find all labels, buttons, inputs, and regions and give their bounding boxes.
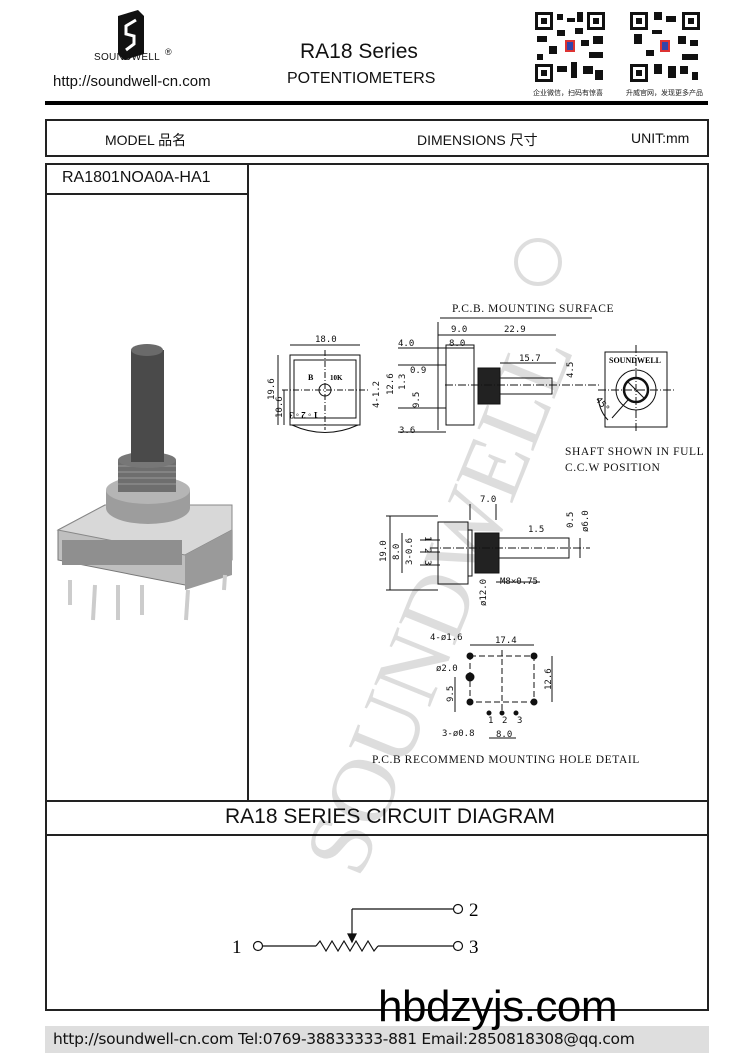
product-image: [56, 344, 233, 621]
table-header-row: [45, 119, 709, 157]
dim-pcb-6: 8.0: [496, 730, 512, 740]
dim-pcb-1: 17.4: [495, 636, 517, 646]
side-view-drawing: [398, 317, 600, 433]
circuit-title: RA18 SERIES CIRCUIT DIAGRAM: [225, 805, 555, 828]
website-link[interactable]: http://soundwell-cn.com: [53, 73, 211, 90]
part-number: RA1801NOA0A-HA1: [62, 169, 211, 186]
dim-side-2: 4.0: [398, 339, 414, 349]
terminal-3-label: 3: [469, 937, 479, 958]
pin-number-mark: 1 ◦ 2 ◦ 3: [289, 410, 318, 420]
dim-side-9: 1.3: [398, 374, 408, 390]
dim-side-7: 4-1.2: [372, 381, 382, 408]
dim-pcb-5: 3-ø0.8: [442, 729, 475, 739]
terminal-2-icon: [452, 903, 464, 915]
top-view-drawing: [386, 504, 590, 591]
pcb-pin-3: 3: [517, 716, 522, 726]
terminal-2-label: 2: [469, 900, 479, 921]
dim-pcb-4: 9.5: [446, 686, 456, 702]
spec-table: [45, 163, 709, 1011]
angle-label: 45°: [593, 395, 611, 414]
qr-caption-website: 升威官网，发现更多产品: [626, 90, 703, 97]
circuit-diagram: [252, 903, 464, 953]
circuit-title-top-divider: [45, 800, 709, 802]
rear-logo: SOUNDWELL: [609, 356, 661, 365]
front-view-drawing: [277, 344, 368, 433]
value-mark: 10K: [330, 374, 343, 382]
dim-top-6: 3-0.6: [405, 538, 415, 565]
top-pin-2: 2: [422, 548, 432, 553]
dim-side-1: 22.9: [504, 325, 526, 335]
top-pin-1: 1: [422, 536, 432, 541]
dim-front-pin-height: 10.6: [275, 396, 285, 418]
dim-top-5: 8.0: [392, 544, 402, 560]
dim-top-0: 7.0: [480, 495, 496, 505]
dim-top-7: M8×0.75: [500, 577, 538, 587]
pcb-pin-2: 2: [502, 716, 507, 726]
footer-bar: [45, 1026, 709, 1053]
dim-pcb-0: 4-ø1.6: [430, 633, 463, 643]
taper-mark: B: [308, 373, 314, 382]
model-label: MODEL 品名: [105, 132, 187, 148]
registered-mark: ®: [165, 47, 172, 57]
rear-view-drawing: [597, 345, 675, 432]
brand-name: SOUNDWELL: [94, 52, 161, 63]
unit-label: UNIT:mm: [631, 130, 690, 146]
qr-code-wechat[interactable]: [533, 10, 607, 84]
dim-top-1: 0.5: [566, 512, 576, 528]
dim-side-5: 4.5: [566, 362, 576, 378]
dim-side-0: 9.0: [451, 325, 467, 335]
resistor-icon: [315, 939, 379, 953]
header-divider: [45, 101, 708, 105]
dim-pcb-3: 12.6: [544, 668, 554, 690]
dim-pcb-2: ø2.0: [436, 664, 458, 674]
footer-contact: http://soundwell-cn.com Tel:0769-3883333…: [53, 1030, 635, 1048]
shaft-note-line-1: SHAFT SHOWN IN FULL: [565, 446, 704, 458]
series-title: RA18 Series: [300, 40, 418, 63]
product-type: POTENTIOMETERS: [287, 70, 436, 87]
dim-side-3: 8.0: [449, 339, 465, 349]
soundwell-logo: [118, 10, 144, 60]
dim-side-4: 15.7: [519, 354, 541, 364]
model-row-divider: [45, 193, 248, 195]
dim-top-8: ø12.0: [479, 579, 489, 606]
top-pin-3: 3: [422, 560, 432, 565]
dim-side-8: 12.6: [386, 373, 396, 395]
dimensions-label: DIMENSIONS 尺寸: [417, 132, 538, 148]
dim-side-11: 3.6: [399, 426, 415, 436]
dim-side-6: 0.9: [410, 366, 426, 376]
column-divider: [247, 163, 249, 801]
shaft-note-line-2: C.C.W POSITION: [565, 462, 660, 474]
dim-top-2: ø6.0: [581, 510, 591, 532]
pcb-pin-1: 1: [488, 716, 493, 726]
terminal-1-label: 1: [232, 937, 242, 958]
watermark-registered-icon: [514, 238, 562, 286]
overlay-site-mark: hbdzyjs.com: [378, 982, 618, 1031]
dim-front-width: 18.0: [315, 335, 337, 345]
dim-front-height: 19.6: [267, 378, 277, 400]
circuit-title-bottom-divider: [45, 834, 709, 836]
qr-code-website[interactable]: [628, 10, 702, 84]
pcb-hole-layout: [454, 644, 553, 739]
terminal-3-icon: [452, 940, 464, 952]
pcb-mounting-surface-label: P.C.B. MOUNTING SURFACE: [452, 303, 614, 315]
dim-side-10: 9.5: [412, 392, 422, 408]
wiper-arrow-icon: [347, 933, 357, 944]
pcb-hole-caption: P.C.B RECOMMEND MOUNTING HOLE DETAIL: [372, 754, 640, 766]
dim-top-3: 1.5: [528, 525, 544, 535]
qr-caption-wechat: 企业微信，扫码有惊喜: [533, 90, 603, 97]
terminal-1-icon: [252, 940, 264, 952]
dim-top-4: 19.0: [379, 540, 389, 562]
